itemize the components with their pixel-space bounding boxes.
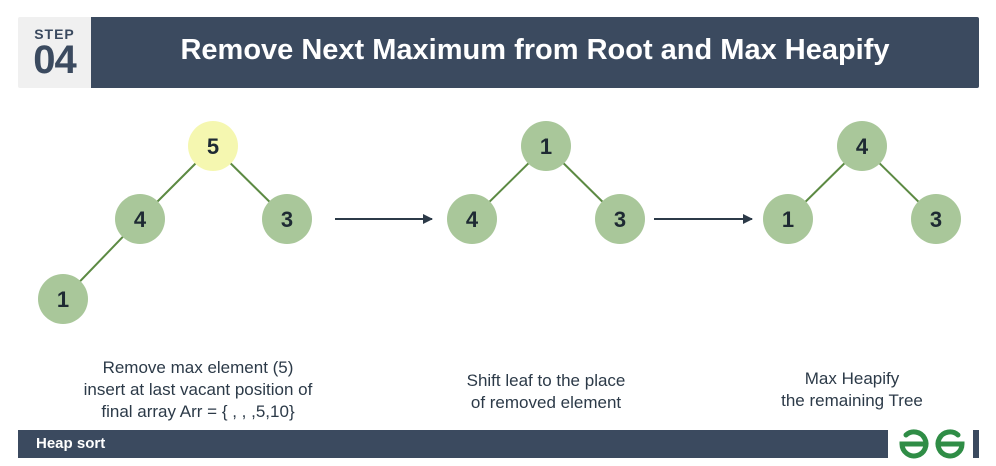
- tree-node: 4: [447, 194, 497, 244]
- svg-text:5: 5: [207, 134, 219, 159]
- caption-line: insert at last vacant position of: [83, 380, 313, 399]
- svg-text:1: 1: [540, 134, 552, 159]
- tree-node: 1: [763, 194, 813, 244]
- svg-text:4: 4: [856, 134, 869, 159]
- tree-node: 3: [595, 194, 645, 244]
- caption-remove-max: Remove max element (5) insert at last va…: [28, 357, 368, 423]
- tree-node: 3: [911, 194, 961, 244]
- caption-max-heapify: Max Heapify the remaining Tree: [732, 368, 972, 412]
- svg-text:3: 3: [614, 207, 626, 232]
- header: STEP 04 Remove Next Maximum from Root an…: [18, 17, 979, 88]
- step-number: 04: [33, 38, 77, 82]
- svg-text:4: 4: [134, 207, 147, 232]
- caption-shift-leaf: Shift leaf to the place of removed eleme…: [416, 370, 676, 414]
- tree-node: 4: [115, 194, 165, 244]
- caption-line: Shift leaf to the place: [466, 371, 626, 390]
- tree-before: 5 4 3 1: [38, 121, 312, 324]
- svg-text:3: 3: [281, 207, 293, 232]
- caption-line: the remaining Tree: [781, 391, 923, 410]
- tree-heapified: 4 1 3: [763, 121, 961, 244]
- step-badge: STEP 04: [18, 17, 91, 88]
- svg-text:3: 3: [930, 207, 942, 232]
- tree-node: 1: [38, 274, 88, 324]
- gfg-logo-icon: [899, 429, 965, 459]
- step-label: STEP: [34, 26, 75, 42]
- caption-line: Remove max element (5): [102, 358, 294, 377]
- tree-node: 1: [521, 121, 571, 171]
- tree-node: 4: [837, 121, 887, 171]
- svg-text:4: 4: [466, 207, 479, 232]
- svg-text:1: 1: [782, 207, 794, 232]
- caption-line: final array Arr = { , , ,5,10}: [101, 402, 295, 421]
- caption-line: of removed element: [470, 393, 622, 412]
- svg-text:1: 1: [57, 287, 69, 312]
- title-bar: Remove Next Maximum from Root and Max He…: [91, 17, 979, 88]
- caption-line: Max Heapify: [804, 369, 900, 388]
- tree-shifted: 1 4 3: [447, 121, 645, 244]
- tree-node-max: 5: [188, 121, 238, 171]
- page-title: Remove Next Maximum from Root and Max He…: [180, 34, 890, 66]
- tree-node: 3: [262, 194, 312, 244]
- footer-bar: Heap sort: [18, 430, 888, 458]
- footer-end-bar: [973, 430, 979, 458]
- footer-label: Heap sort: [36, 435, 106, 452]
